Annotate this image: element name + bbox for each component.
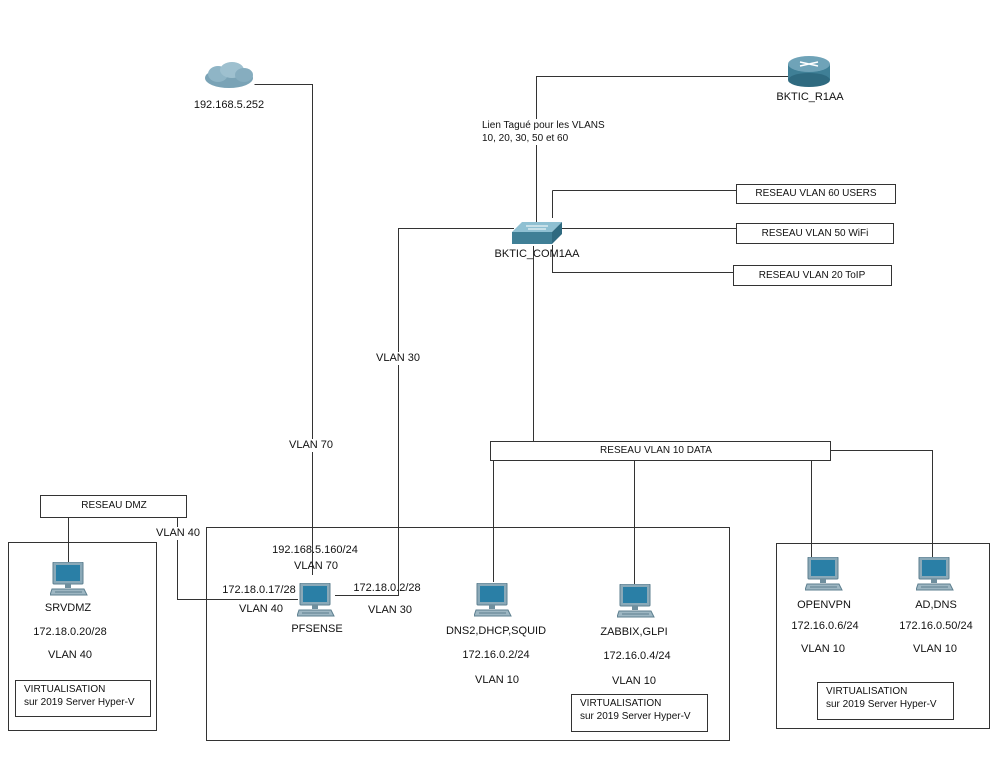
pfsense-lan-vlan: VLAN 30 (367, 604, 413, 616)
network-boxes (40, 184, 896, 518)
net-label-vlan20: RESEAU VLAN 20 ToIP (758, 270, 866, 281)
pc-icon-addns (916, 557, 954, 591)
cloud-label: 192.168.5.252 (193, 99, 265, 111)
host-vlan-dns2: VLAN 10 (474, 674, 520, 686)
link-label-vlan70: VLAN 70 (288, 439, 334, 452)
host-vlan-zabbix: VLAN 10 (611, 675, 657, 687)
switch-icon (512, 222, 562, 244)
link-switch-vlan20 (552, 245, 733, 273)
frame-dmz (8, 542, 157, 731)
pfsense-wan-vlan: VLAN 70 (293, 560, 339, 572)
pc-icon-srvdmz (50, 562, 88, 596)
pc-icon-pfsense (297, 583, 335, 617)
net-box-vlan50 (736, 223, 894, 244)
router-label: BKTIC_R1AA (776, 91, 844, 103)
virtualisation-subtitle: sur 2019 Server Hyper-V (826, 699, 937, 710)
virtualisation-title: VIRTUALISATION (580, 698, 662, 709)
trunk-note: Lien Tagué pour les VLANS 10, 20, 30, 50… (482, 119, 605, 145)
net-label-dmz: RESEAU DMZ (81, 500, 147, 511)
net-label-vlan50: RESEAU VLAN 50 WiFi (761, 228, 869, 239)
switch-label: BKTIC_COM1AA (494, 248, 580, 260)
virtualisation-box-right: VIRTUALISATION sur 2019 Server Hyper-V (817, 682, 954, 720)
host-ip-addns: 172.16.0.50/24 (899, 620, 973, 632)
virtualisation-title: VIRTUALISATION (24, 684, 106, 695)
virtualisation-box-main: VIRTUALISATION sur 2019 Server Hyper-V (571, 694, 708, 732)
link-label-vlan30: VLAN 30 (375, 352, 421, 365)
net-box-vlan20 (733, 265, 892, 286)
host-name-openvpn: OPENVPN (797, 599, 851, 611)
pc-icon-openvpn (805, 557, 843, 591)
pfsense-wan-ip: 192.168.5.160/24 (272, 544, 358, 556)
host-ip-srvdmz: 172.18.0.20/28 (33, 626, 107, 638)
net-box-data (490, 441, 831, 461)
host-name-dns2: DNS2,DHCP,SQUID (445, 625, 547, 637)
link-router-switch (536, 76, 790, 222)
pfsense-name: PFSENSE (291, 623, 343, 635)
link-switch-vlan60 (552, 190, 736, 218)
pfsense-dmz-ip: 172.18.0.17/28 (222, 584, 296, 596)
host-ip-dns2: 172.16.0.2/24 (462, 649, 530, 661)
link-label-vlan40: VLAN 40 (155, 527, 201, 540)
pfsense-dmz-vlan: VLAN 40 (238, 603, 284, 615)
virtualisation-box-dmz: VIRTUALISATION sur 2019 Server Hyper-V (15, 680, 151, 717)
host-name-zabbix: ZABBIX,GLPI (600, 626, 668, 638)
host-vlan-srvdmz: VLAN 40 (47, 649, 93, 661)
link-dmz-pfsense (177, 518, 298, 600)
pc-icon-dns2 (474, 583, 512, 617)
pc-icon-zabbix (617, 584, 655, 618)
host-name-addns: AD,DNS (915, 599, 957, 611)
host-vlan-openvpn: VLAN 10 (800, 643, 846, 655)
router-icon (788, 56, 830, 87)
net-box-dmz (40, 495, 187, 518)
cloud-icon (205, 62, 253, 88)
frame-main (206, 527, 730, 741)
net-box-vlan60 (736, 184, 896, 204)
link-cloud-pfsense (254, 84, 313, 575)
link-switch-pfsense (335, 228, 514, 596)
host-name-srvdmz: SRVDMZ (44, 602, 92, 614)
net-label-vlan60: RESEAU VLAN 60 USERS (755, 188, 877, 199)
link-data-addns (830, 450, 933, 558)
pfsense-lan-ip: 172.18.0.2/28 (353, 582, 421, 594)
virtualisation-title: VIRTUALISATION (826, 686, 908, 697)
virtualisation-subtitle: sur 2019 Server Hyper-V (580, 711, 691, 722)
virtualisation-subtitle: sur 2019 Server Hyper-V (24, 697, 135, 708)
host-vlan-addns: VLAN 10 (912, 643, 958, 655)
host-ip-openvpn: 172.16.0.6/24 (791, 620, 859, 632)
host-ip-zabbix: 172.16.0.4/24 (603, 650, 671, 662)
net-label-data: RESEAU VLAN 10 DATA (600, 445, 712, 456)
trunk-note-line1: Lien Tagué pour les VLANS (482, 120, 605, 131)
trunk-note-line2: 10, 20, 30, 50 et 60 (482, 133, 569, 144)
frame-right (776, 543, 990, 729)
